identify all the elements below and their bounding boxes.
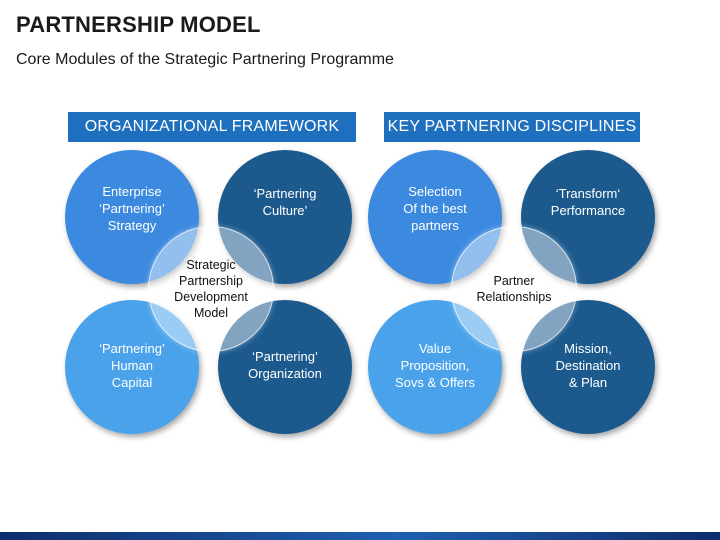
left-circle-top-right-label: ‘Partnering Culture’ <box>253 186 317 218</box>
right-circle-top-left-label: Selection Of the best partners <box>403 183 467 233</box>
right-circle-bottom-left-label: Value Proposition, Sovs & Offers <box>395 340 475 390</box>
left-circle-top-left-label: Enterprise ‘Partnering’ Strategy <box>99 183 165 233</box>
bottom-accent-bar <box>0 532 720 540</box>
left-center-label: Strategic Partnership Development Model <box>174 258 248 320</box>
left-section-header: ORGANIZATIONAL FRAMEWORK <box>68 112 356 142</box>
right-center-circle: Partner Relationships <box>451 226 577 352</box>
slide-subtitle: Core Modules of the Strategic Partnering… <box>16 51 394 68</box>
right-center-label: Partner Relationships <box>476 274 552 304</box>
slide-title: PARTNERSHIP MODEL <box>16 12 261 37</box>
left-circle-bottom-right: ‘Partnering’ Organization <box>218 300 352 434</box>
left-circle-bottom-right-label: ‘Partnering’ Organization <box>248 349 322 381</box>
left-circle-top-left: Enterprise ‘Partnering’ Strategy <box>65 150 199 284</box>
left-center-circle: Strategic Partnership Development Model <box>148 226 274 352</box>
right-circle-bottom-right-label: Mission, Destination & Plan <box>555 340 621 390</box>
right-section-header: KEY PARTNERING DISCIPLINES <box>384 112 640 142</box>
right-circle-top-right-label: ‘Transform‘ Performance <box>550 186 626 218</box>
left-circle-bottom-left-label: ‘Partnering’ Human Capital <box>99 340 165 390</box>
